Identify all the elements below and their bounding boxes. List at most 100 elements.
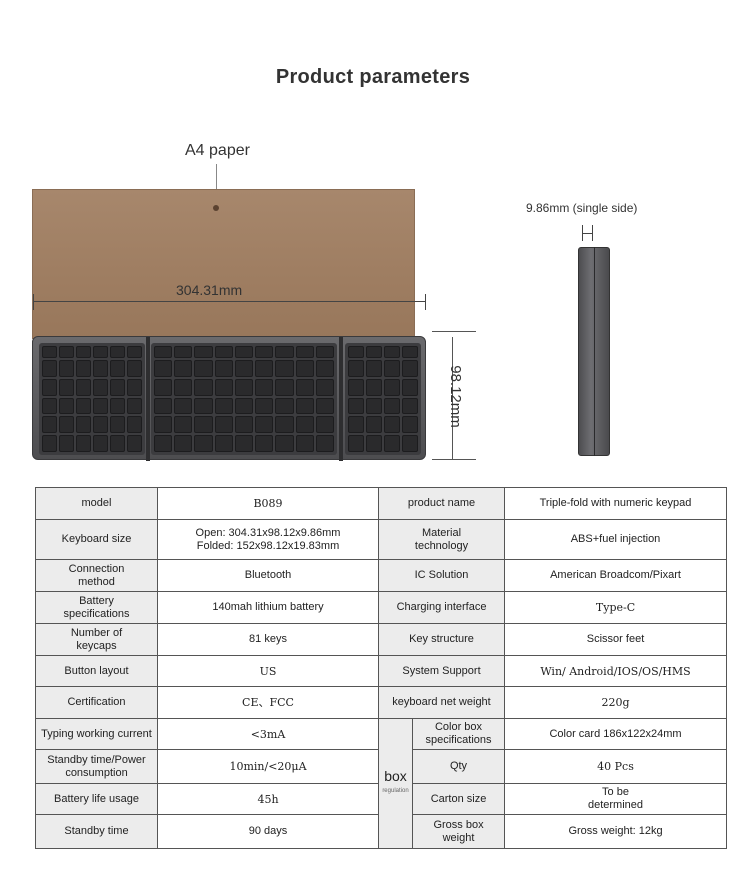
param-value: Scissor feet	[504, 623, 728, 656]
keycap	[402, 360, 418, 377]
keycap	[366, 360, 382, 377]
param-label-line: Standby time/Power	[47, 753, 146, 766]
height-dimension-label: 98.12mm	[446, 365, 464, 428]
keycap	[93, 397, 108, 415]
param-label: model	[35, 487, 158, 520]
param-value: 40 Pcs	[504, 749, 728, 784]
param-label: Carton size	[411, 783, 506, 815]
keycap	[366, 416, 382, 434]
keycap	[348, 435, 364, 452]
param-label: Qty	[411, 749, 506, 784]
box-sub: regulation	[382, 787, 409, 794]
width-tick-left	[33, 294, 34, 310]
keycap	[93, 378, 108, 396]
param-label-line: Gross box	[433, 818, 484, 831]
keycap	[234, 378, 254, 396]
a4-paper-label: A4 paper	[185, 142, 250, 159]
keycap	[127, 435, 142, 452]
param-label: Battery life usage	[35, 783, 158, 815]
keycap	[59, 435, 74, 452]
keycap	[234, 346, 254, 358]
param-value-line: To be	[602, 786, 629, 798]
table-row: model B089 product name Triple-fold with…	[35, 487, 728, 520]
param-label-line: Color box	[434, 721, 483, 733]
keycap	[214, 416, 233, 434]
param-label-line: consumption	[65, 766, 128, 779]
keycap	[315, 416, 334, 434]
keycap	[214, 435, 233, 452]
keycap	[93, 346, 108, 358]
param-value: ABS+fuel injection	[504, 519, 728, 560]
keycap	[154, 416, 173, 434]
param-label: Keyboard size	[35, 519, 158, 560]
keycap	[255, 416, 274, 434]
keycap	[194, 435, 213, 452]
table-row: Button layout US System Support Win/ And…	[35, 655, 728, 687]
keycap	[234, 416, 254, 434]
keycap	[384, 378, 400, 396]
param-value: 220g	[504, 686, 728, 719]
keyboard-numpad-section	[345, 343, 421, 455]
param-label-line: Material	[421, 526, 462, 539]
keycap	[59, 346, 74, 358]
keycap	[234, 435, 254, 452]
keyboard-hinge	[146, 337, 150, 461]
keycap	[214, 378, 233, 396]
keycap	[275, 360, 294, 377]
keycap	[295, 346, 314, 358]
keycap	[76, 416, 91, 434]
param-label-line: weight	[442, 831, 475, 844]
param-label: keyboard net weight	[377, 686, 506, 719]
keycap	[76, 435, 91, 452]
table-row: Certification CE、FCC keyboard net weight…	[35, 686, 728, 719]
keycap	[110, 346, 125, 358]
keycap	[194, 397, 213, 415]
param-label-line: Connection	[68, 562, 125, 575]
keycap	[295, 397, 314, 415]
side-view-seam	[594, 247, 595, 456]
keycap	[384, 435, 400, 452]
keycap	[214, 346, 233, 358]
keycap	[348, 416, 364, 434]
keycap	[255, 360, 274, 377]
keycap	[384, 397, 400, 415]
a4-paper-image	[32, 189, 415, 339]
keycap	[154, 346, 173, 358]
keycap	[348, 360, 364, 377]
keycap	[348, 378, 364, 396]
keycap	[275, 397, 294, 415]
keycap	[127, 397, 142, 415]
keycap	[110, 397, 125, 415]
keycap	[42, 378, 57, 396]
keyboard-image	[32, 336, 426, 461]
thickness-dimension-line	[582, 233, 593, 234]
keycap	[194, 416, 213, 434]
keycap	[76, 397, 91, 415]
param-value: Color card 186x122x24mm	[504, 718, 728, 750]
keycap	[315, 346, 334, 358]
keycap	[384, 346, 400, 358]
param-value: 45h	[157, 783, 379, 815]
param-value-line: determined	[587, 799, 644, 811]
keycap	[174, 416, 193, 434]
param-value: B089	[157, 487, 379, 520]
keycap	[42, 360, 57, 377]
param-value: 90 days	[157, 814, 379, 849]
keycap	[194, 360, 213, 377]
keycap	[194, 346, 213, 358]
keycap	[366, 378, 382, 396]
table-row: Battery life usage 45h Carton size To be…	[35, 783, 728, 815]
param-value: CE、FCC	[157, 686, 379, 719]
param-label-line: method	[78, 575, 115, 588]
keycap	[295, 360, 314, 377]
keycap	[275, 416, 294, 434]
